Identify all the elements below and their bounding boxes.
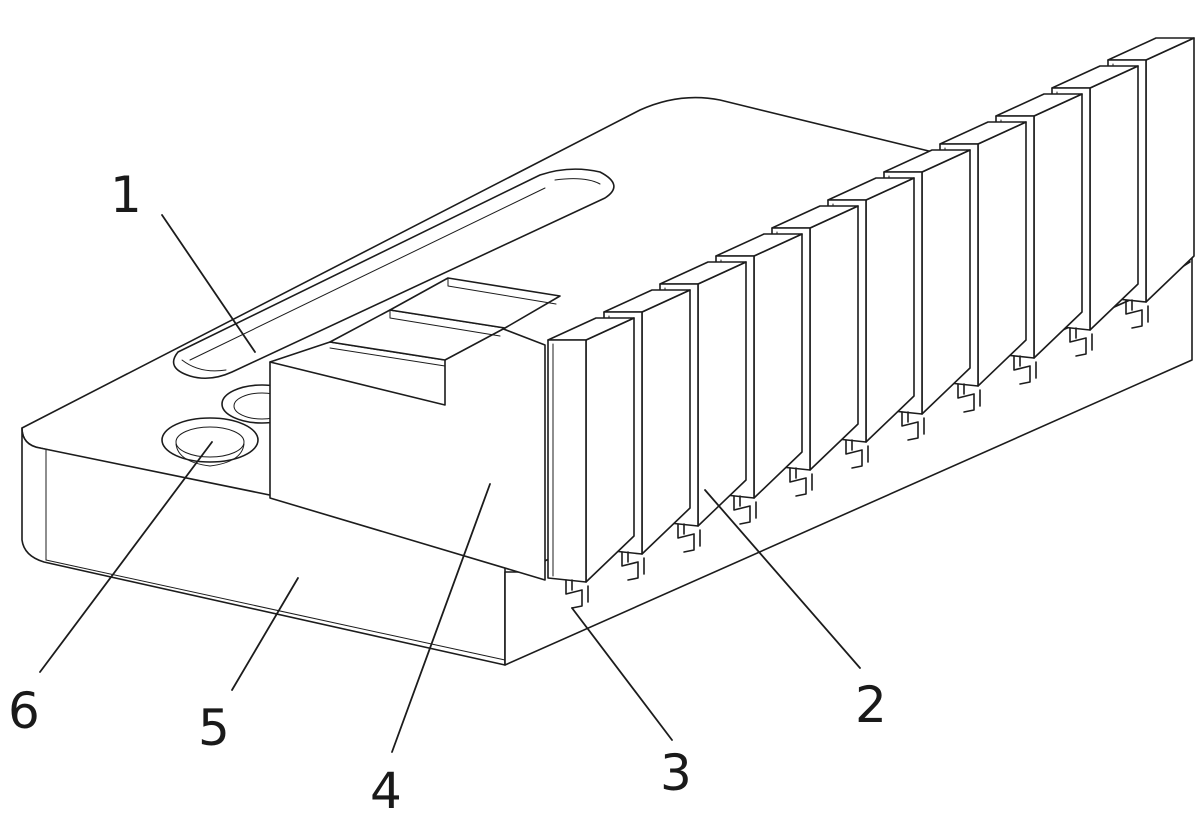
leader-5 <box>231 577 299 691</box>
terminal-fins <box>547 37 1195 583</box>
callout-2: 2 <box>855 676 887 734</box>
pin-hook <box>901 411 925 441</box>
fin-side-face <box>921 149 971 415</box>
pin-hook <box>1069 327 1093 357</box>
pin-hook <box>845 439 869 469</box>
fin-side-face <box>1033 93 1083 359</box>
callout-4: 4 <box>370 762 402 815</box>
pin-hooks <box>565 299 1149 609</box>
pin-hook <box>621 551 645 581</box>
main-block <box>269 277 561 581</box>
pin-hook <box>1013 355 1037 385</box>
leader-2 <box>704 489 861 669</box>
callout-3: 3 <box>660 744 692 802</box>
callout-1: 1 <box>110 166 142 224</box>
leader-4 <box>391 483 491 753</box>
leader-3 <box>571 607 673 741</box>
leader-1 <box>161 214 256 353</box>
pin-hook <box>677 523 701 553</box>
fin-side-face <box>1145 37 1195 303</box>
pin-hook <box>789 467 813 497</box>
pin-hook <box>565 579 589 609</box>
callout-6: 6 <box>8 682 40 740</box>
hole-front <box>161 417 259 463</box>
fin-side-face <box>585 317 635 583</box>
fin-side-face <box>641 289 691 555</box>
fin-side-face <box>865 177 915 443</box>
fin-side-face <box>697 261 747 527</box>
callout-numbers: 1 2 3 4 5 6 <box>8 166 887 815</box>
fin-side-face <box>1089 65 1139 331</box>
fin-side-face <box>977 121 1027 387</box>
pin-hook <box>1125 299 1149 329</box>
callout-5: 5 <box>198 699 230 757</box>
pin-hook <box>957 383 981 413</box>
pin-hook <box>733 495 757 525</box>
fin-side-face <box>809 205 859 471</box>
fin-front-face <box>547 339 587 583</box>
leader-6 <box>39 441 213 673</box>
slot <box>172 168 615 380</box>
slot-outer <box>172 168 615 380</box>
leader-lines <box>39 214 861 753</box>
fin-side-face <box>753 233 803 499</box>
terminal-fin <box>547 317 635 583</box>
